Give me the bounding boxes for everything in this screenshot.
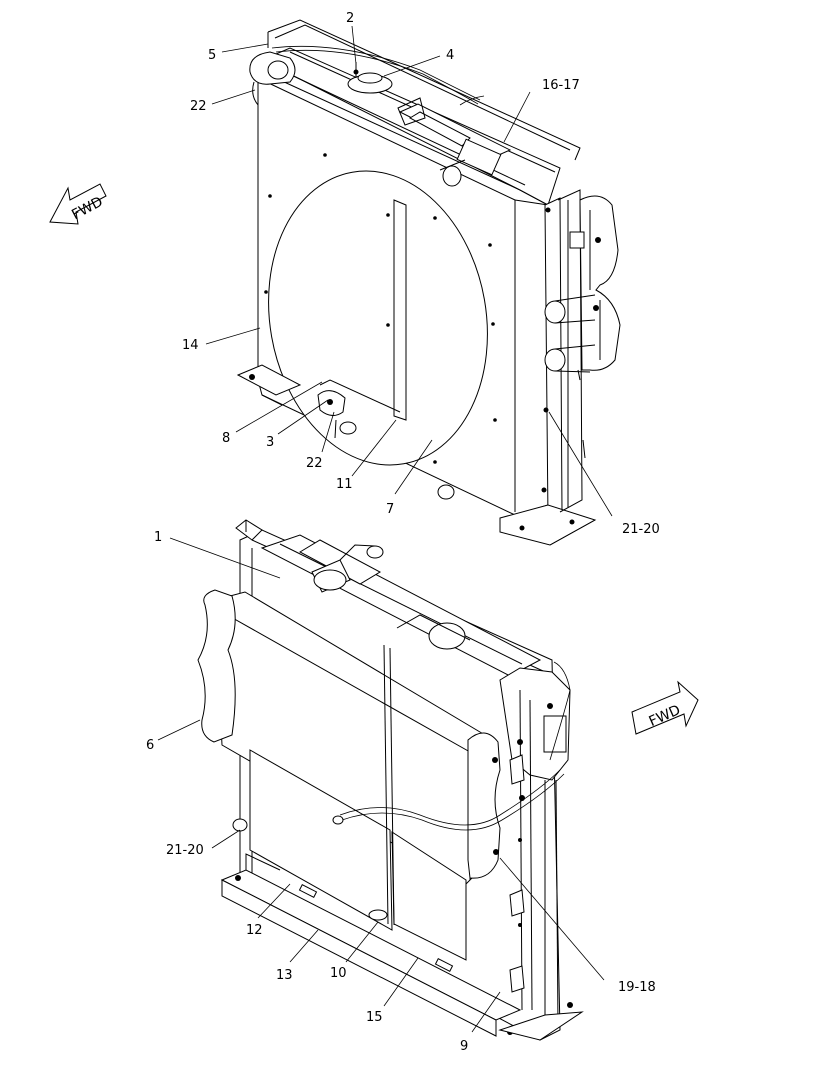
fwd-arrow-top: FWD [49, 183, 107, 225]
callout-15: 15 [366, 1010, 383, 1025]
callout-11: 11 [336, 477, 353, 492]
callout-21-20-bottom: 21-20 [166, 843, 204, 858]
callout-6: 6 [146, 738, 154, 753]
callout-22-top: 22 [190, 99, 207, 114]
callout-4: 4 [446, 48, 454, 63]
leader-lines [157, 25, 613, 1033]
callout-9: 9 [460, 1039, 468, 1054]
callout-16-17: 16-17 [542, 78, 580, 93]
upper-radiator-assembly [236, 19, 621, 546]
callout-10: 10 [330, 966, 347, 981]
callout-8: 8 [222, 431, 230, 446]
callout-2: 2 [346, 11, 354, 26]
callout-labels: 2 5 4 22 16-17 14 8 3 22 11 7 21-20 1 6 … [146, 11, 660, 1054]
callout-21-20-top: 21-20 [622, 522, 660, 537]
lower-radiator-assembly [197, 519, 584, 1041]
callout-3: 3 [266, 435, 274, 450]
callout-19-18: 19-18 [618, 980, 656, 995]
callout-13: 13 [276, 968, 293, 983]
callout-1: 1 [154, 530, 162, 545]
fwd-arrow-bottom: FWD [631, 680, 699, 735]
callout-7: 7 [386, 502, 394, 517]
callout-5: 5 [208, 48, 216, 63]
callout-12: 12 [246, 923, 263, 938]
callout-14: 14 [182, 338, 199, 353]
callout-22-mid: 22 [306, 456, 323, 471]
